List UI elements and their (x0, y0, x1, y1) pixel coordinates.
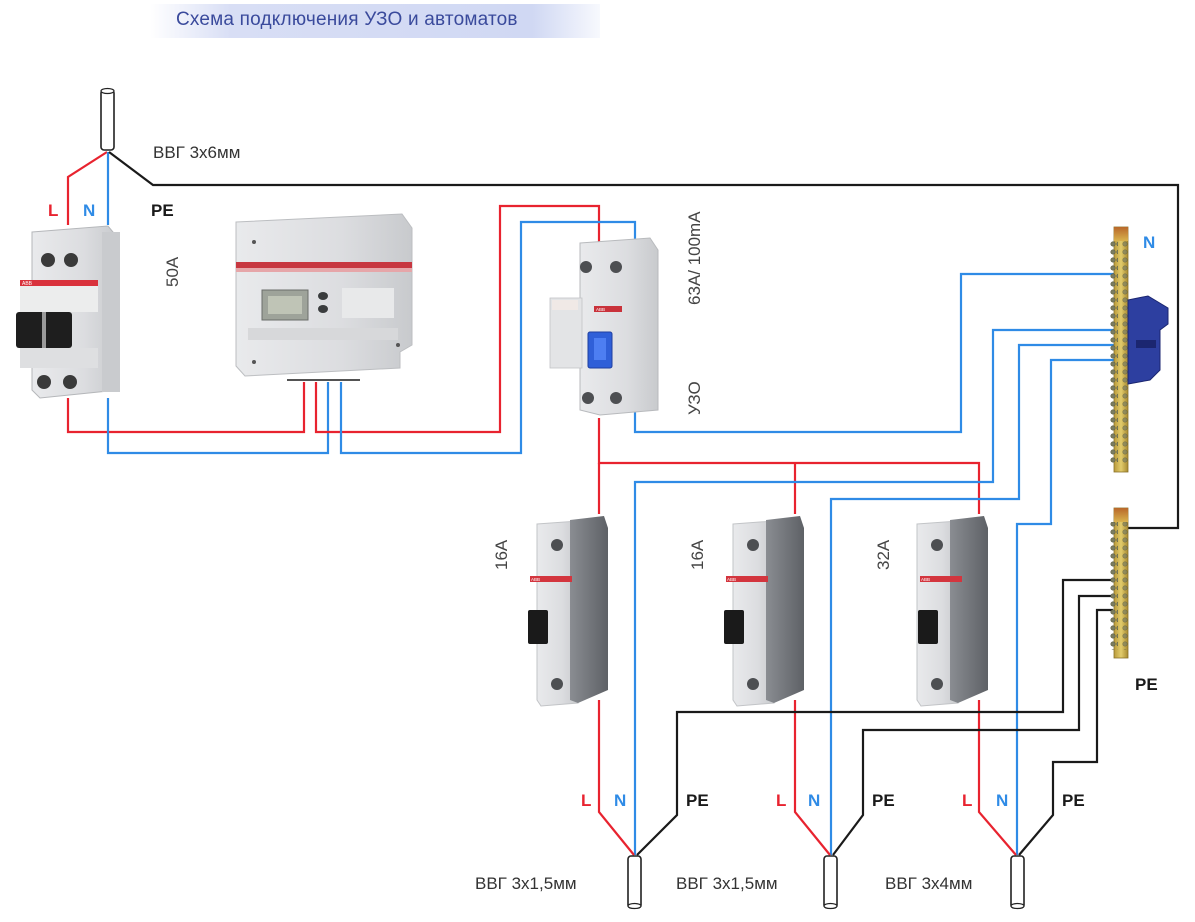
input-cable (100, 87, 115, 151)
out3-earth-label: PE (1062, 791, 1085, 810)
earth-bus-bar (1110, 507, 1129, 659)
earth-bus-label: PE (1135, 675, 1158, 694)
neutral-bus-label: N (1143, 233, 1155, 252)
meter-to-rcd-phase (314, 204, 601, 434)
input-earth-wire (108, 151, 1180, 530)
breaker-to-meter-neutral (106, 382, 330, 455)
output-cable-3-label: ВВГ 3х4мм (885, 874, 972, 893)
out2-earth-label: PE (872, 791, 895, 810)
branch-breaker-2: ABB (724, 516, 804, 707)
neutral-branch-2 (829, 343, 1116, 855)
output-cable-1-label: ВВГ 3х1,5мм (475, 874, 577, 893)
input-phase-wire (66, 151, 108, 225)
branch-breaker-1: ABB (528, 516, 608, 707)
input-neutral-label: N (83, 201, 95, 220)
neutral-branch-3 (1015, 358, 1116, 855)
branch-breaker-2-rating: 16A (688, 539, 707, 570)
input-cable-label: ВВГ 3х6мм (153, 143, 240, 162)
input-phase-label: L (48, 201, 58, 220)
out2-neutral-label: N (808, 791, 820, 810)
breaker-to-meter-phase (66, 382, 306, 434)
phase-out-2 (793, 700, 831, 856)
input-earth-label: PE (151, 201, 174, 220)
out2-phase-label: L (776, 791, 786, 810)
main-breaker-brand: ABB (22, 281, 33, 287)
out3-neutral-label: N (996, 791, 1008, 810)
phase-out-3 (977, 700, 1017, 856)
earth-branch-3 (1018, 608, 1113, 856)
rcd-brand: ABB (596, 307, 605, 312)
out3-phase-label: L (962, 791, 972, 810)
title-banner (150, 4, 600, 38)
phase-out-1 (597, 700, 635, 856)
main-breaker-rating: 50A (163, 256, 182, 287)
output-cable-3 (1010, 855, 1025, 910)
branch-breaker-2-brand: ABB (727, 577, 736, 582)
rcd-device: ABB (549, 237, 659, 416)
out1-phase-label: L (581, 791, 591, 810)
output-cable-1 (627, 855, 642, 910)
rcd-phase-distribution (597, 418, 981, 514)
neutral-bus-bar (1110, 226, 1169, 473)
electricity-meter (235, 213, 413, 377)
output-cable-2-label: ВВГ 3х1,5мм (676, 874, 778, 893)
out1-neutral-label: N (614, 791, 626, 810)
meter-to-rcd-neutral (339, 220, 637, 455)
rcd-neutral-to-bus (633, 272, 1116, 434)
earth-branch-2 (832, 594, 1113, 856)
rcd-label: УЗО (685, 381, 704, 415)
branch-breaker-3: ABB (916, 516, 988, 707)
earth-branch-1 (636, 578, 1113, 856)
branch-breaker-3-rating: 32A (874, 539, 893, 570)
branch-breaker-3-brand: ABB (921, 577, 930, 582)
branch-breaker-1-brand: ABB (531, 577, 540, 582)
diagram-title: Схема подключения УЗО и автоматов (176, 9, 518, 30)
rcd-rating: 63A/ 100mA (685, 211, 704, 305)
branch-breaker-1-rating: 16A (492, 539, 511, 570)
output-cable-2 (823, 855, 838, 910)
main-breaker: ABB (16, 225, 120, 399)
out1-earth-label: PE (686, 791, 709, 810)
neutral-branch-1 (633, 328, 1116, 855)
wires (66, 151, 1180, 856)
